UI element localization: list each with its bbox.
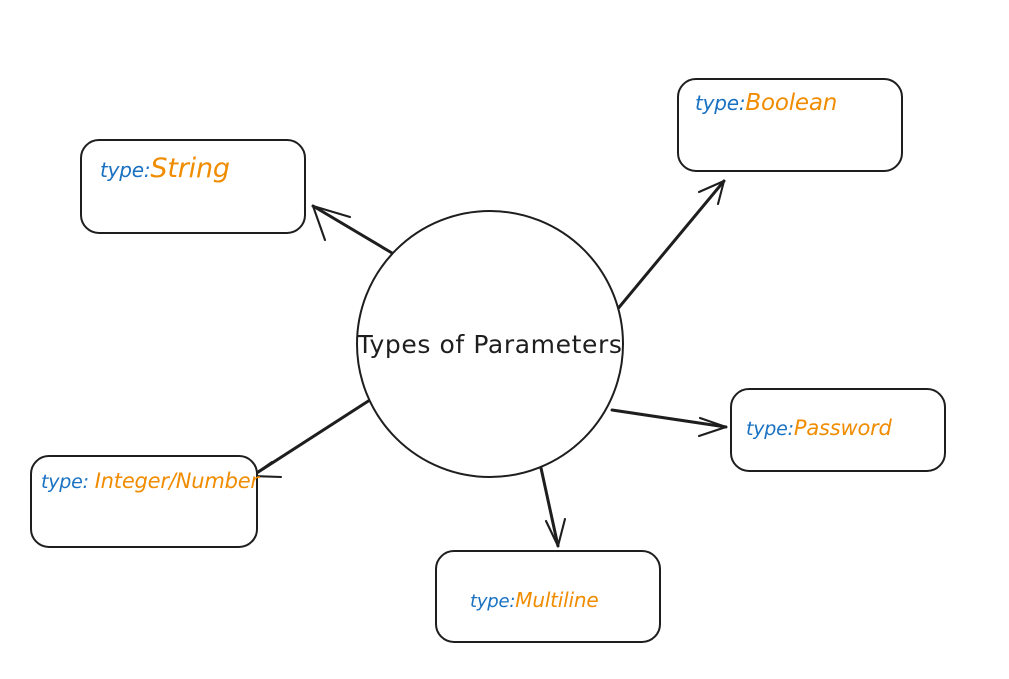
label-key-string: type:: [100, 158, 151, 182]
label-key-boolean: type:: [695, 91, 746, 115]
label-value-integer: Integer/Number: [94, 469, 259, 493]
node-type-string[interactable]: type:String: [80, 139, 306, 234]
node-type-password[interactable]: type:Password: [730, 388, 946, 472]
node-label-password: type:Password: [746, 418, 892, 439]
edge-center-to-multiline: [539, 466, 567, 548]
label-value-boolean: Boolean: [745, 90, 838, 116]
label-value-password: Password: [793, 416, 892, 440]
node-label-string: type:String: [100, 155, 230, 182]
label-value-multiline: Multiline: [515, 588, 599, 612]
label-key-multiline: type:: [470, 591, 516, 612]
edge-center-to-string: [311, 204, 394, 255]
node-label-multiline: type:Multiline: [470, 588, 599, 612]
node-label-boolean: type:Boolean: [695, 92, 837, 115]
node-type-boolean[interactable]: type:Boolean: [677, 78, 903, 172]
edge-center-to-boolean: [614, 179, 726, 313]
edge-center-to-password: [610, 408, 728, 438]
node-type-integer-number[interactable]: type: Integer/Number: [30, 455, 259, 548]
center-node-types-of-parameters[interactable]: Types of Parameters: [356, 210, 624, 478]
center-node-label: Types of Parameters: [357, 329, 623, 359]
node-label-integer-number: type: Integer/Number: [41, 471, 259, 492]
label-key-password: type:: [746, 418, 794, 440]
node-type-multiline[interactable]: type:Multiline: [435, 550, 661, 643]
edge-center-to-integer: [250, 396, 375, 479]
label-key-integer: type:: [41, 471, 95, 493]
label-value-string: String: [150, 153, 230, 184]
